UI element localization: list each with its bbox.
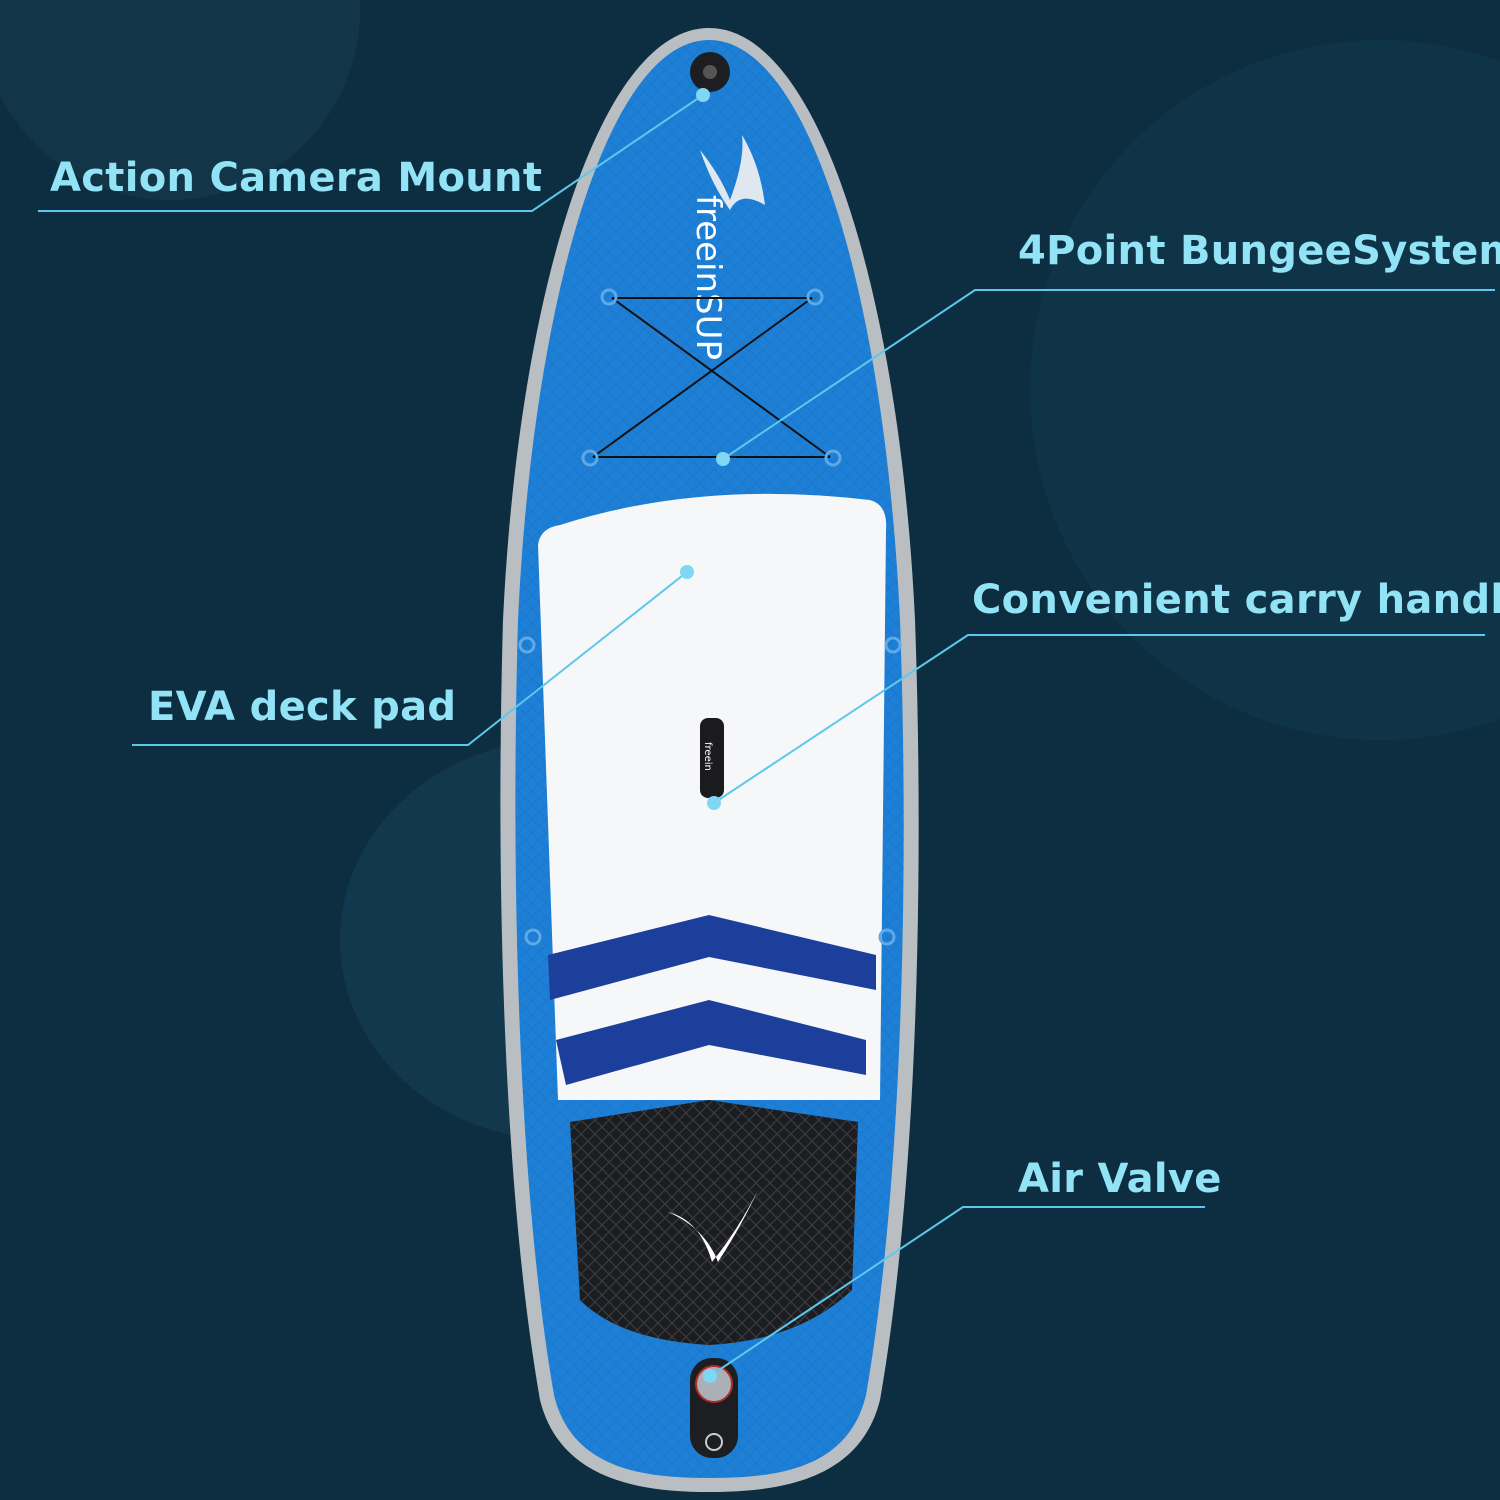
callout-eva-deck-pad: EVA deck pad xyxy=(148,684,457,730)
callout-dots xyxy=(680,88,730,1383)
background-blob xyxy=(0,0,360,200)
paddle-board: freeinSUP freein xyxy=(500,28,919,1492)
bungee-system xyxy=(592,297,831,458)
deck-stripe xyxy=(548,915,876,1000)
carry-handle xyxy=(700,718,724,798)
deck-stripe xyxy=(556,1000,866,1085)
brand-logo-icon xyxy=(700,135,765,210)
callout-air-valve: Air Valve xyxy=(1018,1156,1222,1202)
callout-action-camera-mount: Action Camera Mount xyxy=(50,155,543,201)
callout-bungee-system: 4Point BungeeSystem xyxy=(1018,228,1500,274)
brand-logo-text: freeinSUP xyxy=(688,195,728,360)
callout-carry-handle: Convenient carry handle xyxy=(972,577,1500,623)
handle-logo-text: freein xyxy=(702,742,713,771)
background-blob xyxy=(1030,40,1500,740)
leader-lines xyxy=(38,94,1495,1377)
